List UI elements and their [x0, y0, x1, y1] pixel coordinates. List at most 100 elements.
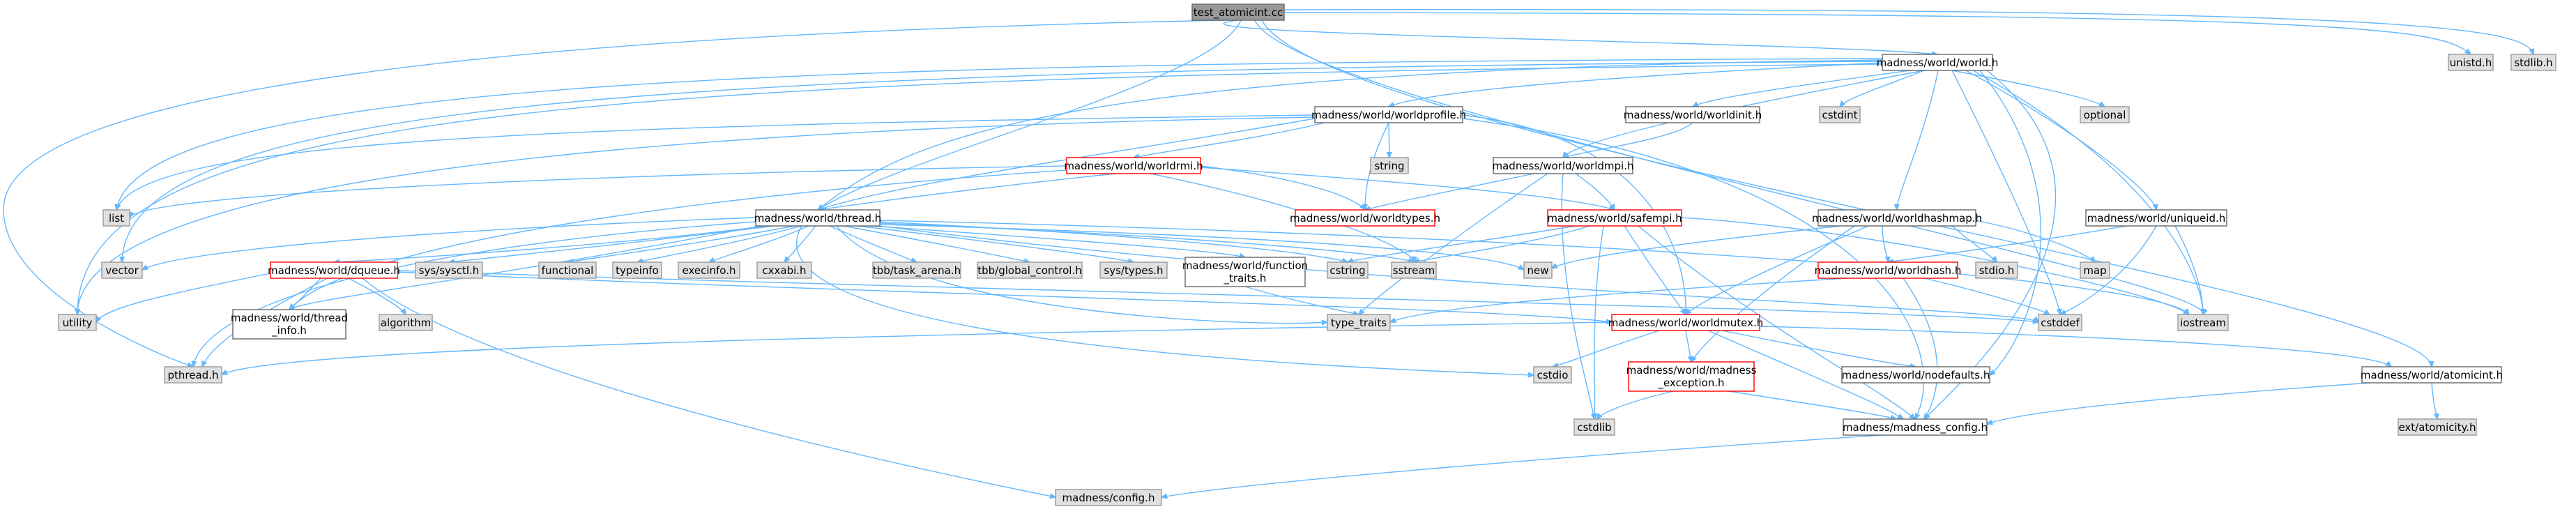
node-algorithm[interactable]: algorithm — [379, 314, 433, 331]
node-tbb-task-arena-h[interactable]: tbb/task_arena.h — [872, 261, 961, 279]
node-cstdint[interactable]: cstdint — [1819, 106, 1861, 123]
node-label: madness/world/thread.h — [754, 212, 882, 225]
node-cstring[interactable]: cstring — [1327, 261, 1369, 279]
node-tbb-global-control-h[interactable]: tbb/global_control.h — [977, 261, 1083, 279]
node-label: tbb/task_arena.h — [873, 264, 961, 278]
dependency-edge — [1707, 330, 1903, 419]
node-cxxabi-h[interactable]: cxxabi.h — [756, 261, 812, 279]
node-label: madness/world/worldmutex.h — [1608, 317, 1764, 329]
dependency-edge — [1638, 225, 1915, 419]
node-label: madness/world/uniqueid.h — [2087, 212, 2226, 225]
node-optional[interactable]: optional — [2080, 106, 2130, 123]
node-ext-atomicity-h[interactable]: ext/atomicity.h — [2398, 418, 2477, 436]
dependency-edge — [879, 221, 1348, 262]
dependency-edge — [879, 224, 1524, 270]
node-madness-config[interactable]: madness/config.h — [1055, 489, 1162, 506]
dependency-edge — [1924, 70, 2057, 419]
dependency-edge — [1389, 62, 1883, 107]
node-stdio-h[interactable]: stdio.h — [1975, 261, 2018, 279]
dependency-edge — [1728, 390, 1896, 419]
dependency-edge — [2431, 382, 2437, 419]
node-label: unistd.h — [2450, 56, 2492, 69]
dependency-edge — [1223, 20, 1937, 54]
node-thread-info-h[interactable]: madness/world/thread _info.h — [231, 309, 348, 340]
node-label: madness/world/safempi.h — [1547, 212, 1682, 225]
node-sstream[interactable]: sstream — [1391, 261, 1437, 279]
node-label: madness/world/function — [1182, 259, 1308, 272]
dependency-edge — [1414, 225, 1590, 262]
node-label: cstdint — [1822, 109, 1857, 121]
dependency-edge — [1840, 70, 1925, 107]
node-execinfo-h[interactable]: execinfo.h — [678, 261, 740, 279]
node-stdlib-h[interactable]: stdlib.h — [2510, 54, 2556, 71]
dependency-edge — [193, 221, 756, 367]
node-unistd-h[interactable]: unistd.h — [2448, 54, 2494, 71]
node-list[interactable]: list — [102, 209, 130, 227]
node-type-traits[interactable]: type_traits — [1327, 314, 1391, 331]
dependency-edge — [1897, 70, 1939, 210]
node-label: madness/world/worldhash.h — [1815, 264, 1962, 277]
node-label: new — [1527, 264, 1548, 277]
dependency-edge — [122, 61, 1883, 262]
node-iostream[interactable]: iostream — [2177, 314, 2229, 331]
dependency-edge — [857, 225, 1134, 262]
node-label: map — [2083, 264, 2106, 277]
node-uniqueid-h[interactable]: madness/world/uniqueid.h — [2085, 209, 2227, 227]
dependency-edge — [362, 278, 1055, 497]
node-atomicint-h[interactable]: madness/world/atomicint.h — [2361, 366, 2503, 384]
node-safempi-h[interactable]: madness/world/safempi.h — [1547, 209, 1682, 227]
node-cstdio[interactable]: cstdio — [1533, 366, 1572, 384]
node-test-atomicint-cc[interactable]: test_atomicint.cc — [1191, 3, 1285, 21]
node-worldprofile-h[interactable]: madness/world/worldprofile.h — [1311, 106, 1466, 123]
node-label: sstream — [1393, 264, 1435, 277]
dependency-edge — [1596, 390, 1674, 419]
node-label: vector — [105, 264, 139, 277]
node-worldmutex-h[interactable]: madness/world/worldmutex.h — [1608, 314, 1764, 331]
dependency-edge — [2060, 225, 2157, 314]
node-label: sys/sysctl.h — [419, 264, 480, 277]
node-utility[interactable]: utility — [58, 314, 97, 331]
dependency-edge — [1283, 12, 2471, 54]
node-typeinfo[interactable]: typeinfo — [612, 261, 662, 279]
node-function-traits-h[interactable]: madness/world/function _traits.h — [1182, 257, 1308, 287]
node-thread-h[interactable]: madness/world/thread.h — [754, 209, 882, 227]
dependency-edge — [879, 220, 2189, 314]
dependency-edge — [334, 225, 768, 262]
node-new[interactable]: new — [1523, 261, 1553, 279]
dependency-edge — [348, 278, 406, 314]
dependency-edge — [1975, 220, 2095, 262]
node-sys-types-h[interactable]: sys/types.h — [1099, 261, 1168, 279]
dependency-edge — [1200, 165, 1365, 210]
node-pthread-h[interactable]: pthread.h — [164, 366, 222, 384]
node-sys-sysctl-h[interactable]: sys/sysctl.h — [415, 261, 483, 279]
dependency-edge — [879, 225, 2038, 322]
node-label: typeinfo — [616, 264, 659, 277]
node-worldhashmap-h[interactable]: madness/world/worldhashmap.h — [1812, 209, 1982, 227]
dependency-edge — [449, 225, 775, 262]
node-map[interactable]: map — [2080, 261, 2110, 279]
dependency-edge — [818, 20, 1242, 210]
node-worldtypes-h[interactable]: madness/world/worldtypes.h — [1290, 209, 1440, 227]
node-worldrmi-h[interactable]: madness/world/worldrmi.h — [1064, 157, 1203, 174]
node-label: cstdlib — [1577, 421, 1611, 434]
node-vector[interactable]: vector — [101, 261, 143, 279]
node-label: ext/atomicity.h — [2398, 421, 2476, 434]
node-label: cstring — [1329, 264, 1365, 277]
node-nodefaults-h[interactable]: madness/world/nodefaults.h — [1841, 366, 1990, 384]
dependency-edge — [142, 217, 756, 270]
node-string[interactable]: string — [1370, 157, 1409, 174]
dependency-edge — [77, 116, 1316, 314]
node-madness-exception-h[interactable]: madness/world/madness _exception.h — [1626, 361, 1757, 392]
node-cstddef[interactable]: cstddef — [2038, 314, 2082, 331]
node-dqueue-h[interactable]: madness/world/dqueue.h — [268, 261, 400, 279]
node-worldmpi-h[interactable]: madness/world/worldmpi.h — [1493, 157, 1634, 174]
node-label: optional — [2084, 109, 2126, 121]
node-madness-config-h[interactable]: madness/madness_config.h — [1843, 418, 1988, 436]
node-worldhash-h[interactable]: madness/world/worldhash.h — [1815, 261, 1962, 279]
node-world-h[interactable]: madness/world/world.h — [1877, 54, 1999, 71]
node-cstdlib[interactable]: cstdlib — [1573, 418, 1615, 436]
node-label: sys/types.h — [1104, 264, 1163, 277]
node-worldinit-h[interactable]: madness/world/worldinit.h — [1624, 106, 1762, 123]
node-label: string — [1374, 160, 1404, 172]
node-functional[interactable]: functional — [538, 261, 597, 279]
